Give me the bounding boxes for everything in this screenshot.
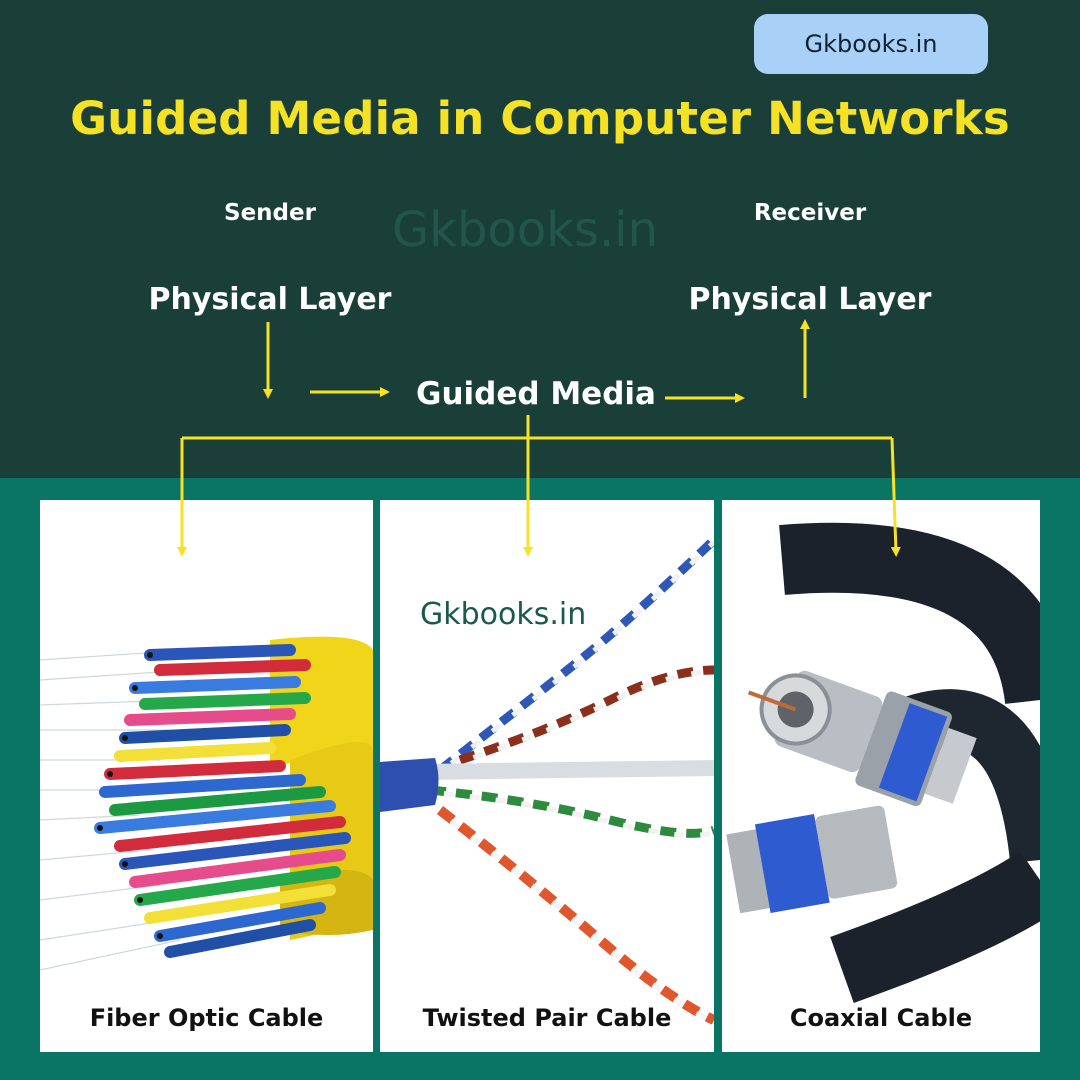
panel-watermark-text: Gkbooks.in — [420, 597, 587, 632]
twisted-pair-caption: Twisted Pair Cable — [422, 1004, 672, 1032]
receiver-label: Receiver — [753, 200, 867, 226]
brand-badge[interactable]: Gkbooks.in — [754, 14, 988, 74]
fiber-optic-illustration — [40, 636, 373, 971]
page-title: Guided Media in Computer Networks — [70, 92, 1010, 145]
sender-label: Sender — [224, 200, 316, 226]
twisted-pair-illustration — [380, 536, 714, 1025]
sender-physical-layer: Physical Layer — [148, 282, 392, 317]
watermark-text: Gkbooks.in — [392, 202, 659, 258]
twisted-pair-panel: Gkbooks.in Twisted Pair Cable — [380, 500, 714, 1052]
coaxial-illustration — [726, 522, 1040, 1003]
coaxial-caption: Coaxial Cable — [789, 1004, 973, 1032]
fiber-optic-panel: Fiber Optic Cable — [40, 500, 373, 1052]
header-band — [0, 0, 1080, 478]
fiber-optic-caption: Fiber Optic Cable — [89, 1004, 324, 1032]
receiver-physical-layer: Physical Layer — [688, 282, 932, 317]
coaxial-panel: Coaxial Cable — [722, 500, 1040, 1052]
guided-media-label: Guided Media — [416, 376, 656, 412]
